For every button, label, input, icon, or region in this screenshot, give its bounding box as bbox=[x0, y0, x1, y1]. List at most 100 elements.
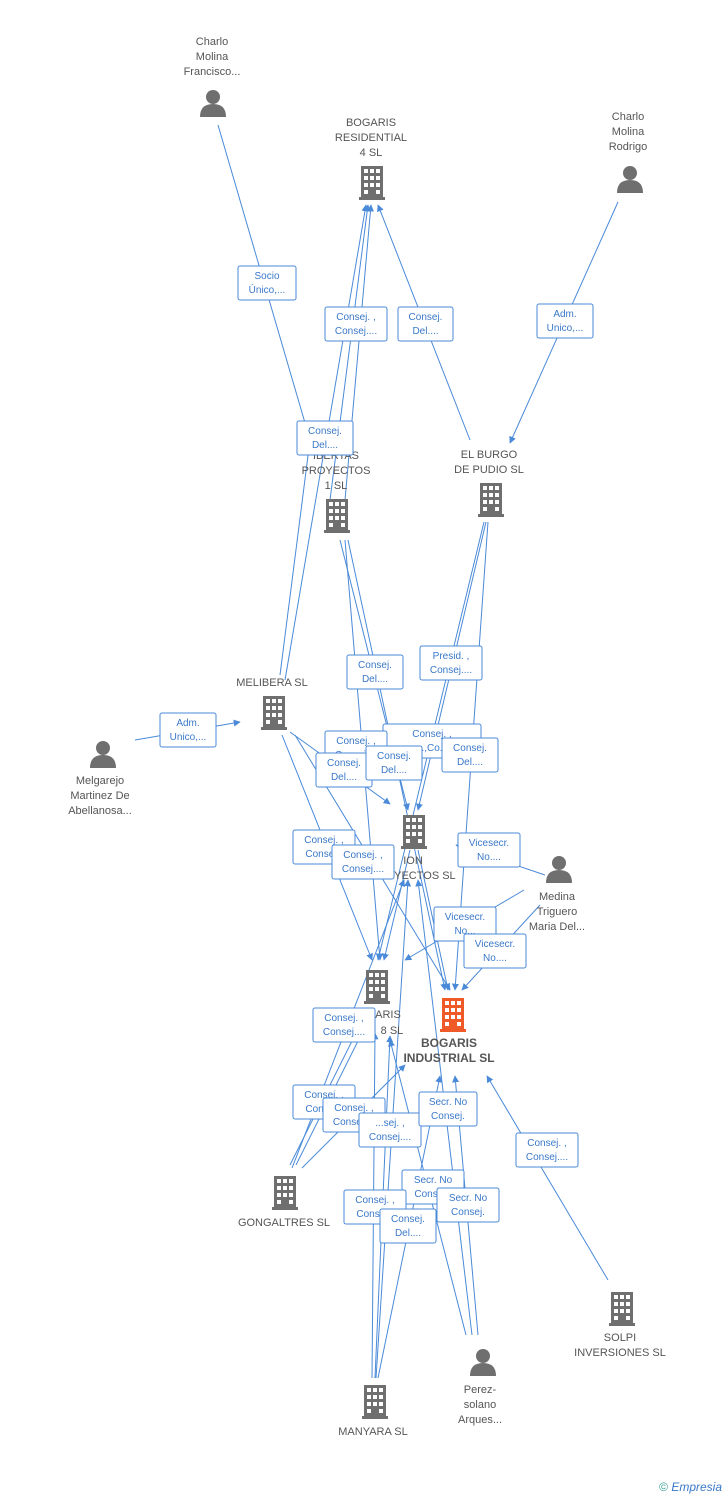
relation-text: Conse... bbox=[414, 1189, 451, 1200]
person-icon bbox=[470, 1349, 496, 1376]
company-node[interactable]: ARIS 8 SL bbox=[364, 970, 403, 1037]
person-node[interactable]: Charlo Molina Francisco... bbox=[184, 36, 241, 117]
relation-label[interactable]: Consej. , Consej.... bbox=[324, 306, 388, 342]
edge bbox=[279, 439, 311, 676]
building-icon bbox=[440, 998, 466, 1032]
relation-text: Consej.... bbox=[526, 1152, 568, 1163]
node-label: PROYECTOS bbox=[302, 465, 371, 477]
relation-text: Vicesecr. bbox=[475, 939, 515, 950]
relation-text: Adm. bbox=[553, 309, 576, 320]
relation-text: Consej. , bbox=[334, 1103, 373, 1114]
relation-label[interactable]: Consej. ,Consej.... bbox=[331, 844, 395, 880]
node-label: INVERSIONES SL bbox=[574, 1347, 666, 1359]
node-label: Arques... bbox=[458, 1414, 502, 1426]
relation-text: Consej.... bbox=[430, 665, 472, 676]
main-company-node[interactable]: BOGARIS INDUSTRIAL SL bbox=[403, 998, 495, 1065]
building-icon bbox=[364, 970, 390, 1004]
node-label: GONGALTRES SL bbox=[238, 1217, 330, 1229]
relation-box bbox=[365, 745, 423, 781]
relation-text: ...sej. , bbox=[375, 1118, 404, 1129]
relation-text: Secr. No bbox=[414, 1175, 453, 1186]
relation-label[interactable]: Consej. , Consej.... bbox=[515, 1132, 579, 1168]
person-node[interactable]: Charlo Molina Rodrigo bbox=[609, 111, 648, 193]
node-label: Molina bbox=[612, 126, 645, 138]
relation-text: No.... bbox=[483, 953, 507, 964]
edge bbox=[486, 1075, 609, 1281]
relation-text: Consej. bbox=[453, 743, 487, 754]
node-label: Francisco... bbox=[184, 66, 241, 78]
relation-box bbox=[457, 832, 521, 868]
relation-text: Adm. bbox=[176, 718, 199, 729]
relation-box bbox=[463, 933, 527, 969]
relation-box bbox=[331, 844, 395, 880]
building-icon bbox=[362, 1385, 388, 1419]
relation-label[interactable]: Vicesecr.No.... bbox=[457, 832, 521, 868]
copyright-icon: © bbox=[659, 1480, 668, 1494]
relation-text: Del.... bbox=[362, 674, 388, 685]
relation-label[interactable]: Adm.Unico,... bbox=[159, 712, 217, 748]
relation-text: Consej.... bbox=[333, 1117, 375, 1128]
relation-box bbox=[324, 306, 388, 342]
node-label: MANYARA SL bbox=[338, 1426, 408, 1438]
relation-label[interactable]: SocioÚnico,... bbox=[237, 265, 297, 301]
person-node[interactable]: Perez- solano Arques... bbox=[458, 1349, 502, 1426]
node-label: Rodrigo bbox=[609, 141, 648, 153]
relation-text: Consej. bbox=[308, 426, 342, 437]
relation-text: Consej. bbox=[409, 312, 443, 323]
relation-label[interactable]: Consej.Del.... bbox=[441, 737, 499, 773]
relation-text: Presid. , bbox=[433, 651, 470, 662]
relation-text: Socio bbox=[254, 271, 279, 282]
node-label: Molina bbox=[196, 51, 229, 63]
company-node[interactable]: SOLPI INVERSIONES SL bbox=[574, 1292, 666, 1359]
company-node[interactable]: BOGARIS RESIDENTIAL 4 SL bbox=[335, 117, 407, 200]
relation-text: Consej. , bbox=[527, 1138, 566, 1149]
relation-label[interactable]: Consej. ,Consej.... bbox=[312, 1007, 376, 1043]
relation-text: Consej.... bbox=[323, 1027, 365, 1038]
relation-label[interactable]: Consej. Del.... bbox=[397, 306, 454, 342]
company-node[interactable]: GONGALTRES SL bbox=[238, 1176, 330, 1229]
person-icon bbox=[617, 166, 643, 193]
company-node[interactable]: EL BURGO DE PUDIO SL bbox=[454, 449, 524, 517]
relation-box bbox=[346, 654, 404, 690]
relation-box bbox=[397, 306, 454, 342]
relation-label[interactable]: Consej.Del.... bbox=[315, 752, 373, 788]
node-label: BOGARIS bbox=[346, 117, 396, 129]
node-label: DE PUDIO SL bbox=[454, 464, 524, 476]
relation-label[interactable]: ...sej. ,Consej.... bbox=[358, 1112, 422, 1148]
node-label: Medina bbox=[539, 891, 576, 903]
relation-text: Consej. , bbox=[336, 312, 375, 323]
person-icon bbox=[546, 856, 572, 883]
relation-text: Consej. bbox=[377, 751, 411, 762]
relation-label[interactable]: Consej.Del.... bbox=[379, 1208, 437, 1244]
node-label: SOLPI bbox=[604, 1332, 636, 1344]
relation-text: Consej.... bbox=[342, 864, 384, 875]
relation-label[interactable]: Consej. Del.... bbox=[365, 745, 423, 781]
relation-text: Consej.... bbox=[335, 326, 377, 337]
person-node[interactable]: Melgarejo Martinez De Abellanosa... bbox=[68, 741, 132, 817]
node-label: RESIDENTIAL bbox=[335, 132, 407, 144]
node-label: ARIS bbox=[375, 1009, 401, 1021]
relation-box bbox=[436, 1187, 500, 1223]
company-node[interactable]: MANYARA SL bbox=[338, 1385, 408, 1438]
company-node[interactable]: MELIBERA SL bbox=[236, 677, 308, 730]
relation-label[interactable]: Adm.Unico,... bbox=[536, 303, 594, 339]
building-icon bbox=[401, 815, 427, 849]
relation-text: Del.... bbox=[412, 326, 438, 337]
footer-brand: © Empresia bbox=[659, 1480, 722, 1494]
relation-label[interactable]: Consej.Del.... bbox=[296, 420, 354, 456]
relation-text: Del.... bbox=[381, 765, 407, 776]
relation-label[interactable]: Consej. Del.... bbox=[346, 654, 404, 690]
relation-text: Secr. No bbox=[429, 1097, 468, 1108]
relation-label[interactable]: Presid. , Consej.... bbox=[419, 645, 483, 681]
building-icon bbox=[261, 696, 287, 730]
person-node[interactable]: Medina Triguero Maria Del... bbox=[529, 856, 585, 933]
relation-label[interactable]: Vicesecr. No.... bbox=[463, 933, 527, 969]
brand-logo[interactable]: Empresia bbox=[671, 1480, 722, 1494]
relation-text: Consej. bbox=[358, 660, 392, 671]
relation-text: Vicesecr. bbox=[469, 838, 509, 849]
building-icon bbox=[272, 1176, 298, 1210]
